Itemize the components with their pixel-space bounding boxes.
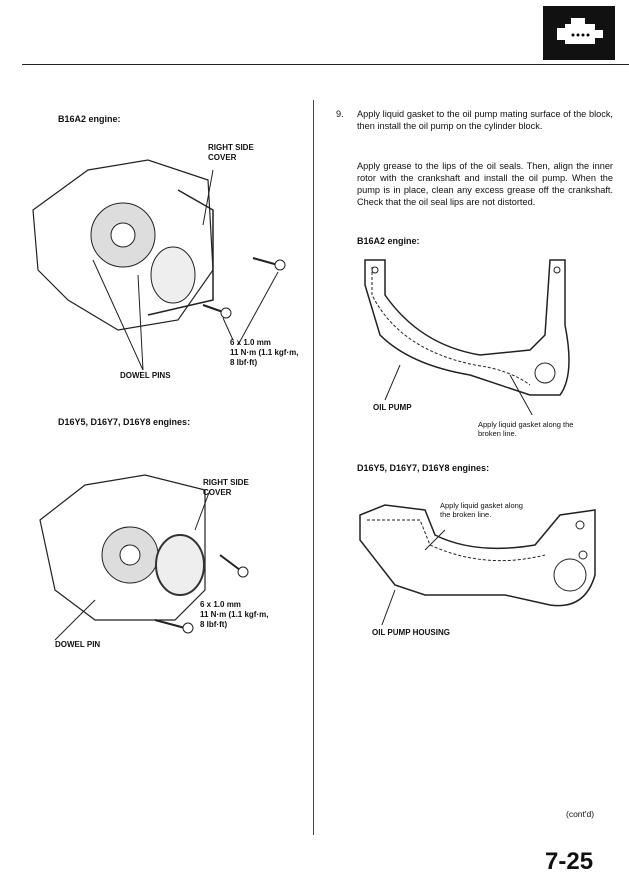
header-rule — [22, 64, 629, 65]
bolt-size: 6 x 1.0 mm — [230, 338, 271, 347]
b16a2-heading-left: B16A2 engine: — [58, 114, 121, 124]
engine-icon — [543, 6, 615, 60]
page-number: 7-25 — [545, 848, 594, 875]
gasket-note-2: Apply liquid gasket along the broken lin… — [440, 501, 523, 519]
continued-label: (cont'd) — [566, 809, 595, 819]
b16a2-oil-pump-gasket — [364, 259, 570, 415]
d16-cover-illustration — [39, 474, 249, 641]
b16a2-heading-right: B16A2 engine: — [357, 236, 420, 246]
d16-oil-pump-housing-gasket — [359, 504, 596, 625]
label-line: COVER — [203, 488, 232, 497]
gasket-note-1: Apply liquid gasket along the broken lin… — [478, 420, 574, 438]
torque-value: 11 N·m (1.1 kgf·m, — [230, 348, 299, 357]
label-line: RIGHT SIDE — [203, 478, 249, 487]
dowel-pins-label: DOWEL PINS — [120, 371, 171, 380]
column-divider — [313, 100, 314, 835]
step-note: Apply grease to the lips of the oil seal… — [357, 161, 613, 207]
bolt-size: 6 x 1.0 mm — [200, 600, 241, 609]
oil-pump-label: OIL PUMP — [373, 403, 412, 412]
step-number: 9. — [336, 109, 344, 119]
oil-pump-housing-label: OIL PUMP HOUSING — [372, 628, 450, 637]
label-line: COVER — [208, 153, 237, 162]
torque-value: 11 N·m (1.1 kgf·m, — [200, 610, 269, 619]
d16-heading-left: D16Y5, D16Y7, D16Y8 engines: — [58, 417, 191, 427]
torque-value: 8 lbf·ft) — [200, 620, 228, 629]
torque-value: 8 lbf·ft) — [230, 358, 258, 367]
label-line: RIGHT SIDE — [208, 143, 254, 152]
step-text: Apply liquid gasket to the oil pump mati… — [357, 109, 613, 131]
b16a2-cover-illustration — [32, 159, 286, 371]
dowel-pin-label: DOWEL PIN — [55, 640, 101, 649]
d16-heading-right: D16Y5, D16Y7, D16Y8 engines: — [357, 463, 490, 473]
